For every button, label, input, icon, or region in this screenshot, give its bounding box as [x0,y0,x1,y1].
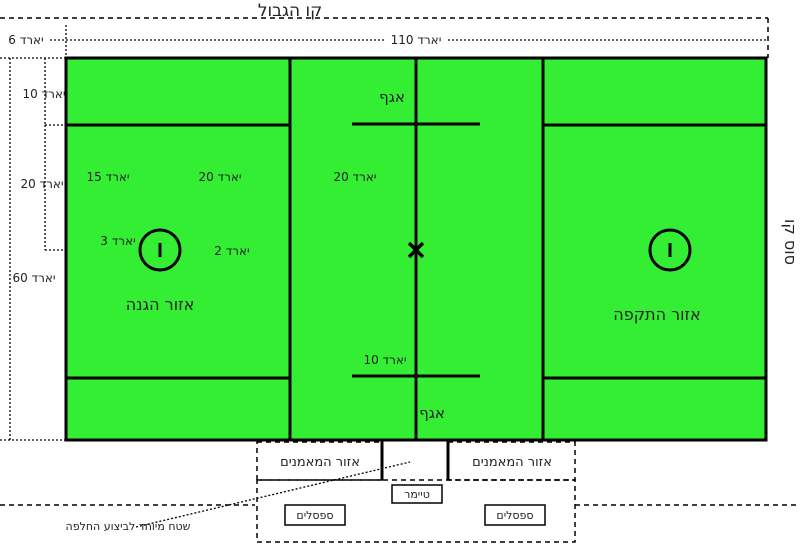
timer-box [391,484,443,504]
dist-10-bottom-label: 10 יארד [363,353,406,367]
ten-yards-left-label: 10 יארד [22,87,65,101]
wing-top-label: אגף [379,88,405,106]
bench-left-label: ספסלים [296,509,333,522]
length-label: 110 יארד [391,33,442,47]
dist-15-label: 15 יארד [86,170,129,184]
defense-zone-label: אזור הגנה [126,295,195,314]
dist-3-label: 3 יארד [100,234,135,248]
center-x-mark [407,241,425,259]
dist-20b-label: 20 יארד [333,170,376,184]
twenty-yards-left-label: 20 יארד [20,177,63,191]
dist-20a-label: 20 יארד [198,170,241,184]
bench-area [256,479,576,543]
goal-crease-right [648,228,692,272]
coaches-left-label: אזור המאמנים [280,455,360,470]
bench-box-left [284,504,346,526]
sixty-yards-label: 60 יארד [12,271,55,285]
goal-crease-left [138,228,182,272]
bench-right-label: ספסלים [496,509,533,522]
boundary-line-label: קו הגבול [258,1,322,21]
six-yards-label: 6 יארד [8,33,43,47]
coaches-right-label: אזור המאמנים [472,455,552,470]
wing-bottom-label: אגף [419,404,445,422]
attack-zone-label: אזור התקפה [613,305,700,324]
substitution-area-label: שטח מיוחד לביצוע החלפה [66,520,191,533]
bench-box-right [484,504,546,526]
substitution-pointer [135,461,411,528]
dist-2-label: 2 יארד [214,244,249,258]
timer-label: טיימר [404,488,430,501]
end-line-label: סוס קו [781,219,800,265]
